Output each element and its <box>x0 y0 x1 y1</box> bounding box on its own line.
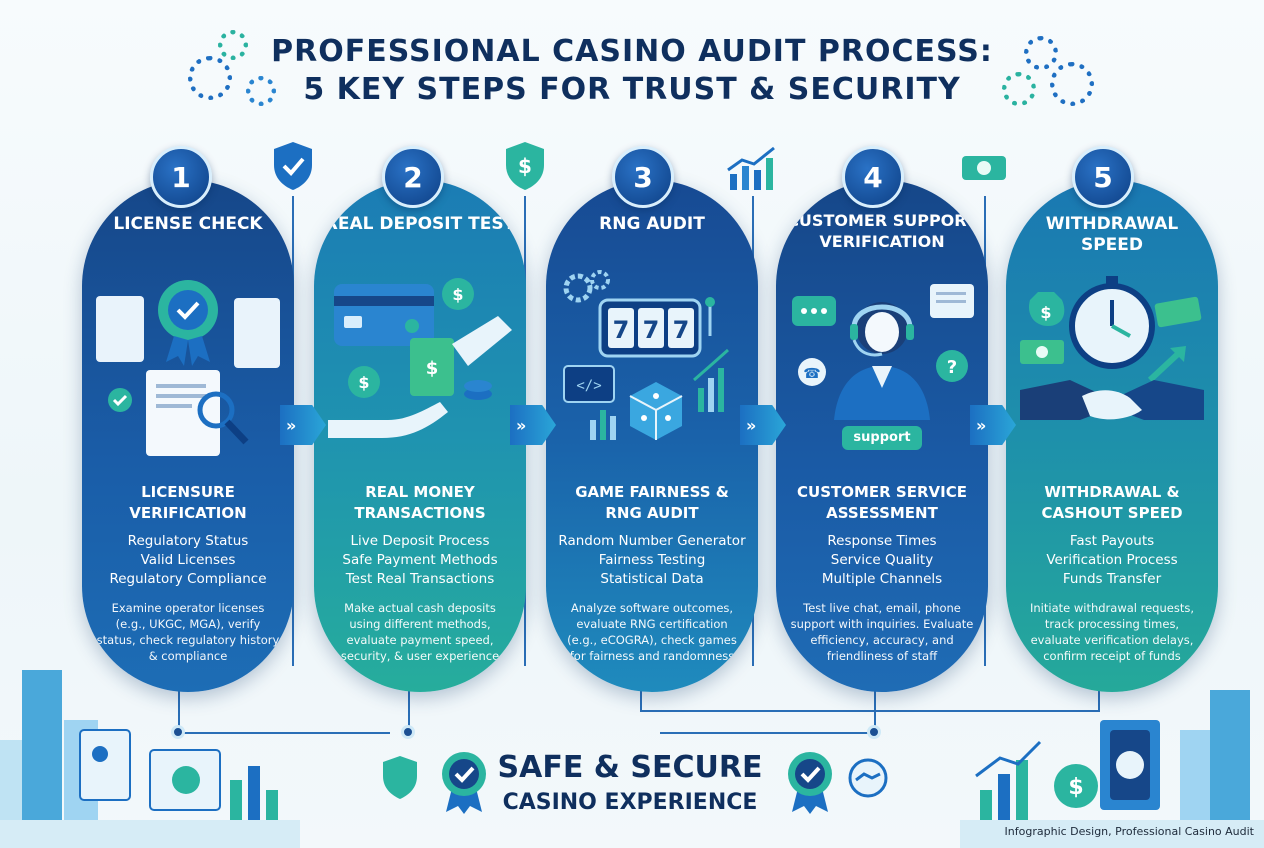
svg-text:☎: ☎ <box>803 366 820 382</box>
bullet-item: Safe Payment Methods <box>342 552 498 568</box>
svg-text:$: $ <box>518 154 532 178</box>
bullet-item: Random Number Generator <box>558 533 746 549</box>
bullet-item: Live Deposit Process <box>350 533 490 549</box>
safe-secure-banner: SAFE & SECURE CASINO EXPERIENCE <box>380 750 888 830</box>
bullet-item: Fast Payouts <box>1069 533 1155 549</box>
connector-line <box>178 732 390 734</box>
connector-line <box>178 690 180 732</box>
svg-text:7: 7 <box>613 316 630 344</box>
bullet-item: Regulatory Status <box>127 533 249 549</box>
rng-illustration: 7 7 7 </> <box>560 270 744 460</box>
step-bullets: Regulatory Status Valid Licenses Regulat… <box>90 532 286 589</box>
svg-text:$: $ <box>452 285 463 304</box>
step-bullets: Fast Payouts Verification Process Funds … <box>1014 532 1210 589</box>
support-illustration: ☎ ? support <box>790 270 974 460</box>
connector-dot <box>867 725 881 739</box>
support-label: support <box>853 430 911 445</box>
award-badge-icon <box>442 752 486 814</box>
gear-icon <box>188 56 232 100</box>
shield-dollar-icon: $ <box>506 142 544 190</box>
svg-text:7: 7 <box>643 316 660 344</box>
svg-text:?: ? <box>947 357 957 378</box>
step-description: Analyze software outcomes, evaluate RNG … <box>567 601 737 663</box>
step-bullets: Live Deposit Process Safe Payment Method… <box>322 532 518 589</box>
step-number-badge: 1 <box>150 146 212 208</box>
step-card-rng: RNG AUDIT 7 7 7 </> GAME FAIRNESS & RNG <box>546 180 758 692</box>
step-card-withdrawal: WITHDRAWAL SPEED $ WITHDRAWAL & CASHOUT … <box>1006 180 1218 692</box>
city-skyline-left <box>0 670 300 848</box>
shield-icon <box>383 756 417 799</box>
step-description: Make actual cash deposits using differen… <box>340 601 500 663</box>
step-subtitle: CUSTOMER SERVICE ASSESSMENT <box>797 483 967 522</box>
credit-text: Infographic Design, Professional Casino … <box>1004 825 1254 838</box>
chart-icon <box>727 146 775 190</box>
bullet-item: Valid Licenses <box>140 552 236 568</box>
step-number-badge: 5 <box>1072 146 1134 208</box>
handshake-icon <box>848 758 888 798</box>
bullet-item: Response Times <box>827 533 937 549</box>
bullet-item: Multiple Channels <box>821 571 943 587</box>
svg-text:$: $ <box>358 373 369 392</box>
license-illustration <box>96 270 280 460</box>
step-description: Initiate withdrawal requests, track proc… <box>1029 601 1194 663</box>
step-number-badge: 3 <box>612 146 674 208</box>
gear-icon <box>1024 36 1058 70</box>
svg-text:$: $ <box>426 358 439 379</box>
step-heading: RNG AUDIT <box>599 214 705 234</box>
connector-dot <box>401 725 415 739</box>
connector-line <box>640 690 642 710</box>
step-heading: WITHDRAWAL SPEED <box>1045 214 1179 255</box>
step-subtitle: LICENSURE VERIFICATION <box>129 483 247 522</box>
banner-subtitle: CASINO EXPERIENCE <box>502 790 758 815</box>
step-subtitle: GAME FAIRNESS & RNG AUDIT <box>575 483 729 522</box>
bullet-item: Test Real Transactions <box>345 571 495 587</box>
connector-line <box>408 690 410 732</box>
bullet-item: Fairness Testing <box>598 552 706 568</box>
step-heading: REAL DEPOSIT TEST <box>324 214 516 234</box>
bullet-item: Service Quality <box>830 552 934 568</box>
step-card-support: CUSTOMER SUPPORT VERIFICATION ☎ ? suppor… <box>776 180 988 692</box>
step-description: Test live chat, email, phone support wit… <box>790 601 974 663</box>
svg-text:</>: </> <box>576 378 601 394</box>
bullet-item: Regulatory Compliance <box>109 571 267 587</box>
connector-line <box>640 710 1100 712</box>
step-bullets: Response Times Service Quality Multiple … <box>784 532 980 589</box>
gear-icon <box>1050 62 1094 106</box>
connector-line <box>660 732 874 734</box>
bullet-item: Verification Process <box>1046 552 1178 568</box>
step-card-license: LICENSE CHECK LICENSURE VERIFICATION Reg… <box>82 180 294 692</box>
step-number-badge: 2 <box>382 146 444 208</box>
shield-check-icon <box>274 142 312 190</box>
connector-dot <box>171 725 185 739</box>
banner-title: SAFE & SECURE <box>497 750 763 785</box>
award-badge-icon <box>788 752 832 814</box>
city-skyline-right: $ <box>960 690 1264 848</box>
bullet-item: Statistical Data <box>600 571 704 587</box>
page-title: PROFESSIONAL CASINO AUDIT PROCESS: <box>271 34 993 69</box>
svg-text:$: $ <box>1040 303 1051 322</box>
page-subtitle: 5 KEY STEPS FOR TRUST & SECURITY <box>303 72 961 107</box>
connector-line <box>1098 690 1100 710</box>
step-heading: CUSTOMER SUPPORT VERIFICATION <box>787 211 977 251</box>
step-heading: LICENSE CHECK <box>113 214 263 234</box>
step-number-badge: 4 <box>842 146 904 208</box>
svg-text:7: 7 <box>673 316 690 344</box>
step-subtitle: WITHDRAWAL & CASHOUT SPEED <box>1041 483 1183 522</box>
money-transfer-icon <box>962 156 1006 180</box>
withdrawal-illustration: $ <box>1020 270 1204 460</box>
step-description: Examine operator licenses (e.g., UKGC, M… <box>96 601 280 663</box>
svg-text:$: $ <box>1068 775 1083 800</box>
gear-icon <box>246 76 276 106</box>
gear-icon <box>1002 72 1036 106</box>
gear-icon <box>218 30 248 60</box>
step-card-deposit: REAL DEPOSIT TEST $ $ $ REAL MONEY TRANS… <box>314 180 526 692</box>
deposit-illustration: $ $ $ <box>328 270 512 460</box>
step-subtitle: REAL MONEY TRANSACTIONS <box>354 483 486 522</box>
step-bullets: Random Number Generator Fairness Testing… <box>554 532 750 589</box>
bullet-item: Funds Transfer <box>1062 571 1162 587</box>
